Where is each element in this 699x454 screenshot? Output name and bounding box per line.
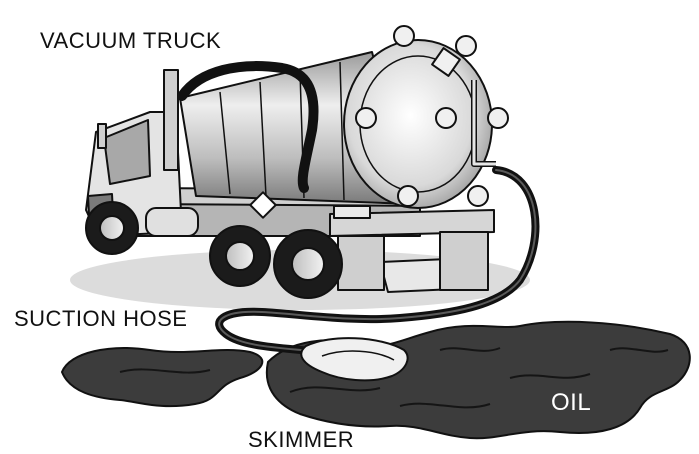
fuel-tank (146, 208, 198, 236)
vacuum-truck-label: VACUUM TRUCK (40, 30, 221, 52)
mirror (98, 124, 106, 148)
vacuum-truck (86, 26, 508, 298)
suction-hose-label: SUCTION HOSE (14, 308, 187, 330)
oil-label: OIL (551, 391, 591, 415)
skimmer-label: SKIMMER (248, 429, 354, 451)
exhaust-stack (164, 70, 178, 170)
